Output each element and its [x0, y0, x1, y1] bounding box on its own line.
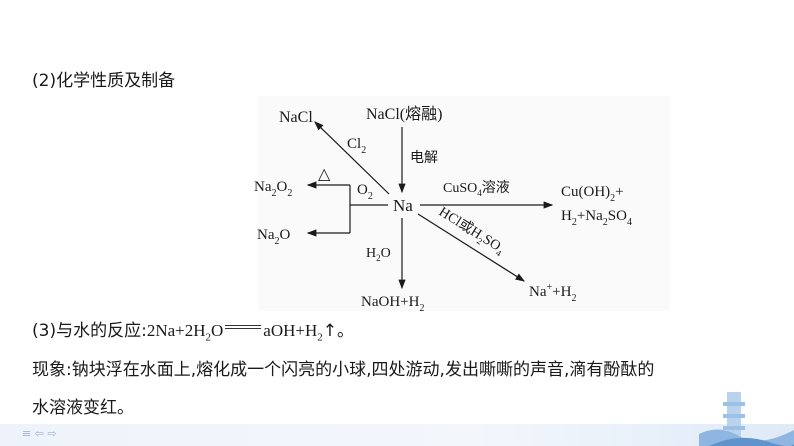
- h2o-reagent: H2O: [366, 246, 391, 263]
- electrolysis-condition: 电解: [410, 150, 438, 166]
- reaction-diagram: Na NaCl(熔融) 电解 NaCl Cl2 O2 △ Na2O2 Na2O …: [254, 96, 670, 314]
- equals-sign: [225, 325, 262, 330]
- cl2-arrow: [314, 121, 390, 195]
- section-heading: (2)化学性质及制备: [32, 71, 176, 91]
- hcl-product: Na++H2: [529, 282, 576, 304]
- phenomenon-line-1: 现象:钠块浮在水面上,熔化成一个闪亮的小球,四处游动,发出嘶嘶的声音,滴有酚酞的: [32, 360, 655, 380]
- cuso4-product-line1: Cu(OH)2+: [561, 184, 624, 204]
- footer-nav-icons[interactable]: ≡ ⇦ ⇨: [22, 427, 57, 440]
- cl2-reagent: Cl2: [347, 136, 366, 156]
- hcl-arrow: [417, 213, 526, 282]
- reaction-label: (3)与水的反应:: [32, 321, 147, 341]
- na2o-product: Na2O: [257, 227, 291, 247]
- h2o-product: NaOH+H2: [361, 294, 424, 314]
- center-na: Na: [393, 196, 413, 215]
- phenomenon-line-2: 水溶液变红。: [32, 398, 134, 418]
- nacl-product: NaCl: [279, 109, 313, 126]
- diagram-background: [258, 96, 670, 311]
- cuso4-product-line2: H2+Na2SO4: [561, 208, 632, 228]
- electrolysis-source: NaCl(熔融): [366, 105, 442, 123]
- na2o2-product: Na2O2: [254, 179, 292, 199]
- o2-reagent: O2: [357, 182, 373, 202]
- footer-band: [0, 424, 794, 446]
- cuso4-reagent: CuSO4溶液: [443, 180, 510, 198]
- building-illustration-icon: [699, 392, 794, 446]
- heat-symbol: △: [318, 164, 331, 183]
